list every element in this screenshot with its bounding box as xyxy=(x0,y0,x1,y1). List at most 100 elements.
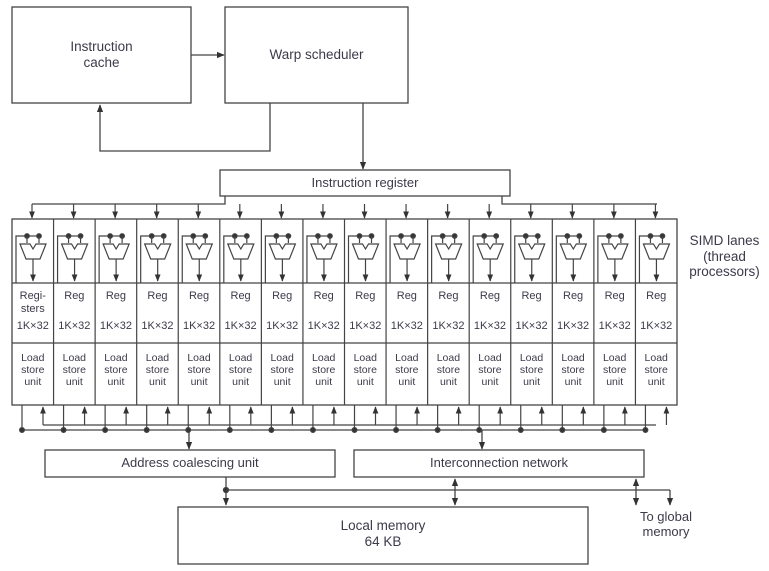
load-store-unit-label: Load store unit xyxy=(519,352,544,389)
bus-dot xyxy=(393,427,400,434)
alu-icon xyxy=(310,243,338,260)
register-size: 1K×32 xyxy=(349,320,382,332)
scheduler-to-cache-feedback xyxy=(96,103,271,152)
warp-scheduler-box xyxy=(224,6,409,104)
bus-dot xyxy=(559,427,566,434)
register-label: Regi- sters xyxy=(19,290,46,315)
register-size: 1K×32 xyxy=(557,320,590,332)
load-store-unit-label: Load store unit xyxy=(312,352,336,389)
load-store-unit-label: Load store unit xyxy=(187,352,211,389)
interconnection-network-label: Interconnection network xyxy=(429,455,569,470)
alu-icon xyxy=(393,243,421,260)
alu-icon xyxy=(60,243,89,260)
to-global-memory-label: To global memory xyxy=(639,509,693,539)
register-size: 1K×32 xyxy=(224,320,257,332)
bus-dot xyxy=(185,427,192,434)
bus-dot xyxy=(19,427,26,434)
register-size: 1K×32 xyxy=(99,320,132,332)
bus-dot xyxy=(476,427,483,434)
alu-icon xyxy=(476,243,505,260)
register-size: 1K×32 xyxy=(266,320,299,332)
register-size: 1K×32 xyxy=(16,320,49,332)
bus-dot xyxy=(102,427,109,434)
bus-dot xyxy=(642,427,649,434)
register-label: Reg xyxy=(604,290,625,302)
alu-icon xyxy=(434,243,463,260)
alu-feedback xyxy=(638,235,651,283)
interconnection-network-box xyxy=(353,449,645,478)
alu-icon xyxy=(185,243,214,260)
instruction-cache-label: Instruction cache xyxy=(70,39,133,70)
alu-feedback xyxy=(472,235,485,283)
alu-icon xyxy=(351,243,380,260)
register-size: 1K×32 xyxy=(640,320,673,332)
alu-feedback xyxy=(15,235,27,283)
bus-dot xyxy=(226,427,233,434)
local-memory-size: 64 KB xyxy=(364,533,402,549)
alu-feedback xyxy=(223,235,235,283)
bus-dot xyxy=(143,427,150,434)
load-store-unit-label: Load store unit xyxy=(395,352,419,389)
register-size: 1K×32 xyxy=(141,320,174,332)
ireg-left-bus xyxy=(32,196,226,205)
alu-feedback xyxy=(306,235,318,283)
load-store-unit-label: Load store unit xyxy=(436,352,461,389)
register-label: Reg xyxy=(105,290,126,302)
register-size: 1K×32 xyxy=(182,320,216,332)
address-coalescing-unit-label: Address coalescing unit xyxy=(121,455,259,470)
register-label: Reg xyxy=(313,290,334,302)
bus-dot xyxy=(309,427,316,434)
register-label: Reg xyxy=(563,290,584,302)
alu-feedback xyxy=(555,235,568,283)
register-label: Reg xyxy=(396,290,417,302)
alu-icon xyxy=(268,243,297,260)
alu-icon xyxy=(559,243,588,260)
alu-feedback xyxy=(98,235,111,283)
load-store-unit-label: Load store unit xyxy=(228,352,253,389)
alu-feedback xyxy=(181,235,194,283)
load-store-unit-label: Load store unit xyxy=(21,352,45,389)
address-coalescing-unit-box xyxy=(44,449,336,478)
register-size: 1K×32 xyxy=(390,320,423,332)
load-store-unit-label: Load store unit xyxy=(353,352,377,389)
alu-feedback xyxy=(514,235,526,283)
alu-icon xyxy=(19,243,47,260)
register-label: Reg xyxy=(438,290,459,302)
load-store-unit-label: Load store unit xyxy=(270,352,294,389)
load-store-unit-label: Load store unit xyxy=(478,352,502,389)
load-store-unit-label: Load store unit xyxy=(145,352,170,389)
local-memory-label: Local memory 64 KB xyxy=(178,518,588,549)
load-store-unit-label: Load store unit xyxy=(644,352,668,389)
load-store-unit-label: Load store unit xyxy=(602,352,627,389)
bus-dot xyxy=(434,427,441,434)
alu-icon xyxy=(517,243,546,260)
alu-icon xyxy=(642,243,671,260)
alu-icon xyxy=(600,243,629,260)
alu-icon xyxy=(143,243,172,260)
register-size: 1K×32 xyxy=(473,320,507,332)
alu-feedback xyxy=(431,235,443,283)
simd-lanes-label: SIMD lanes (thread processors) xyxy=(689,233,760,280)
register-label: Reg xyxy=(479,290,501,302)
bus-dot xyxy=(351,427,358,434)
instruction-register-label: Instruction register xyxy=(311,175,419,190)
instruction-cache-box xyxy=(11,6,192,104)
alu-icon xyxy=(226,243,255,260)
register-label: Reg xyxy=(230,290,251,302)
alu-feedback xyxy=(140,235,152,283)
bus-dot xyxy=(60,427,67,434)
local-memory-name: Local memory xyxy=(340,518,426,533)
register-label: Reg xyxy=(646,290,667,302)
alu-feedback xyxy=(389,235,402,283)
register-size: 1K×32 xyxy=(598,320,631,332)
bus-dot xyxy=(600,427,607,434)
load-store-unit-label: Load store unit xyxy=(62,352,87,389)
register-size: 1K×32 xyxy=(515,320,548,332)
register-size: 1K×32 xyxy=(58,320,91,332)
instruction-register-box xyxy=(219,169,511,197)
alu-feedback xyxy=(347,235,360,283)
register-size: 1K×32 xyxy=(432,320,465,332)
register-label: Reg xyxy=(147,290,168,302)
bus-dot xyxy=(268,427,275,434)
